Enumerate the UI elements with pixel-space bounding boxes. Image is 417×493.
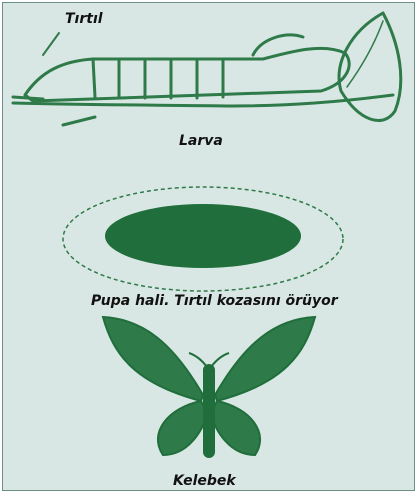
tirtil-pointer [43, 33, 59, 55]
pupa-caption: Pupa hali. Tırtıl kozasını örüyor [91, 293, 338, 309]
cocoon [105, 204, 301, 268]
right-hindwing [211, 401, 260, 455]
life-cycle-illustration [3, 3, 415, 491]
right-forewing [215, 317, 315, 401]
cocoon-drawing [63, 187, 343, 291]
leaf-midrib [347, 21, 383, 87]
larva-on-branch-drawing [13, 13, 401, 125]
caterpillar-body [25, 48, 349, 101]
moth-drawing [103, 317, 315, 457]
left-forewing [103, 317, 203, 401]
caterpillar-segment-1 [93, 59, 95, 97]
tirtil-label: Tırtıl [65, 11, 103, 27]
moth-body [204, 365, 214, 457]
left-hindwing [158, 401, 207, 455]
larva-caption: Larva [179, 133, 223, 149]
kelebek-caption: Kelebek [173, 473, 236, 489]
branch-twig [63, 117, 95, 125]
